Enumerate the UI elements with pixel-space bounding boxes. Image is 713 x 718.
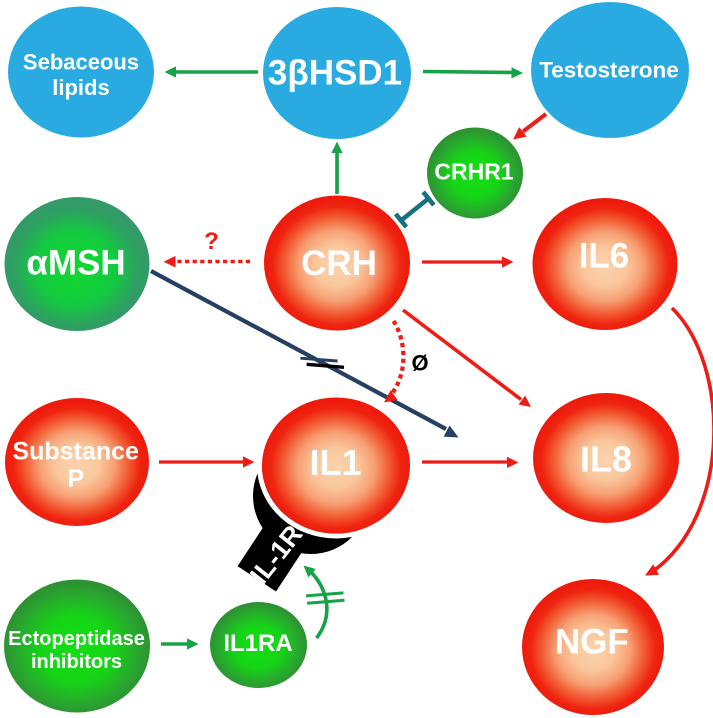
svg-text:CRHR1: CRHR1 (434, 159, 513, 185)
svg-text:3βHSD1: 3βHSD1 (268, 54, 402, 93)
svg-text:αMSH: αMSH (26, 244, 125, 283)
svg-text:lipids: lipids (52, 75, 109, 100)
svg-text:Sebaceous: Sebaceous (23, 50, 139, 75)
svg-text:IL6: IL6 (579, 237, 630, 276)
svg-text:Ø: Ø (411, 351, 428, 376)
svg-text:?: ? (204, 228, 219, 255)
svg-text:Substance: Substance (12, 438, 139, 466)
svg-text:P: P (67, 465, 84, 493)
svg-text:IL1: IL1 (309, 442, 361, 483)
svg-text:NGF: NGF (555, 623, 629, 662)
svg-text:CRH: CRH (301, 244, 377, 283)
svg-text:Ectopeptidase: Ectopeptidase (8, 628, 145, 650)
svg-text:IL8: IL8 (580, 439, 632, 480)
svg-text:Testosterone: Testosterone (539, 58, 679, 83)
svg-text:IL1RA: IL1RA (223, 630, 292, 657)
svg-text:inhibitors: inhibitors (31, 651, 122, 673)
